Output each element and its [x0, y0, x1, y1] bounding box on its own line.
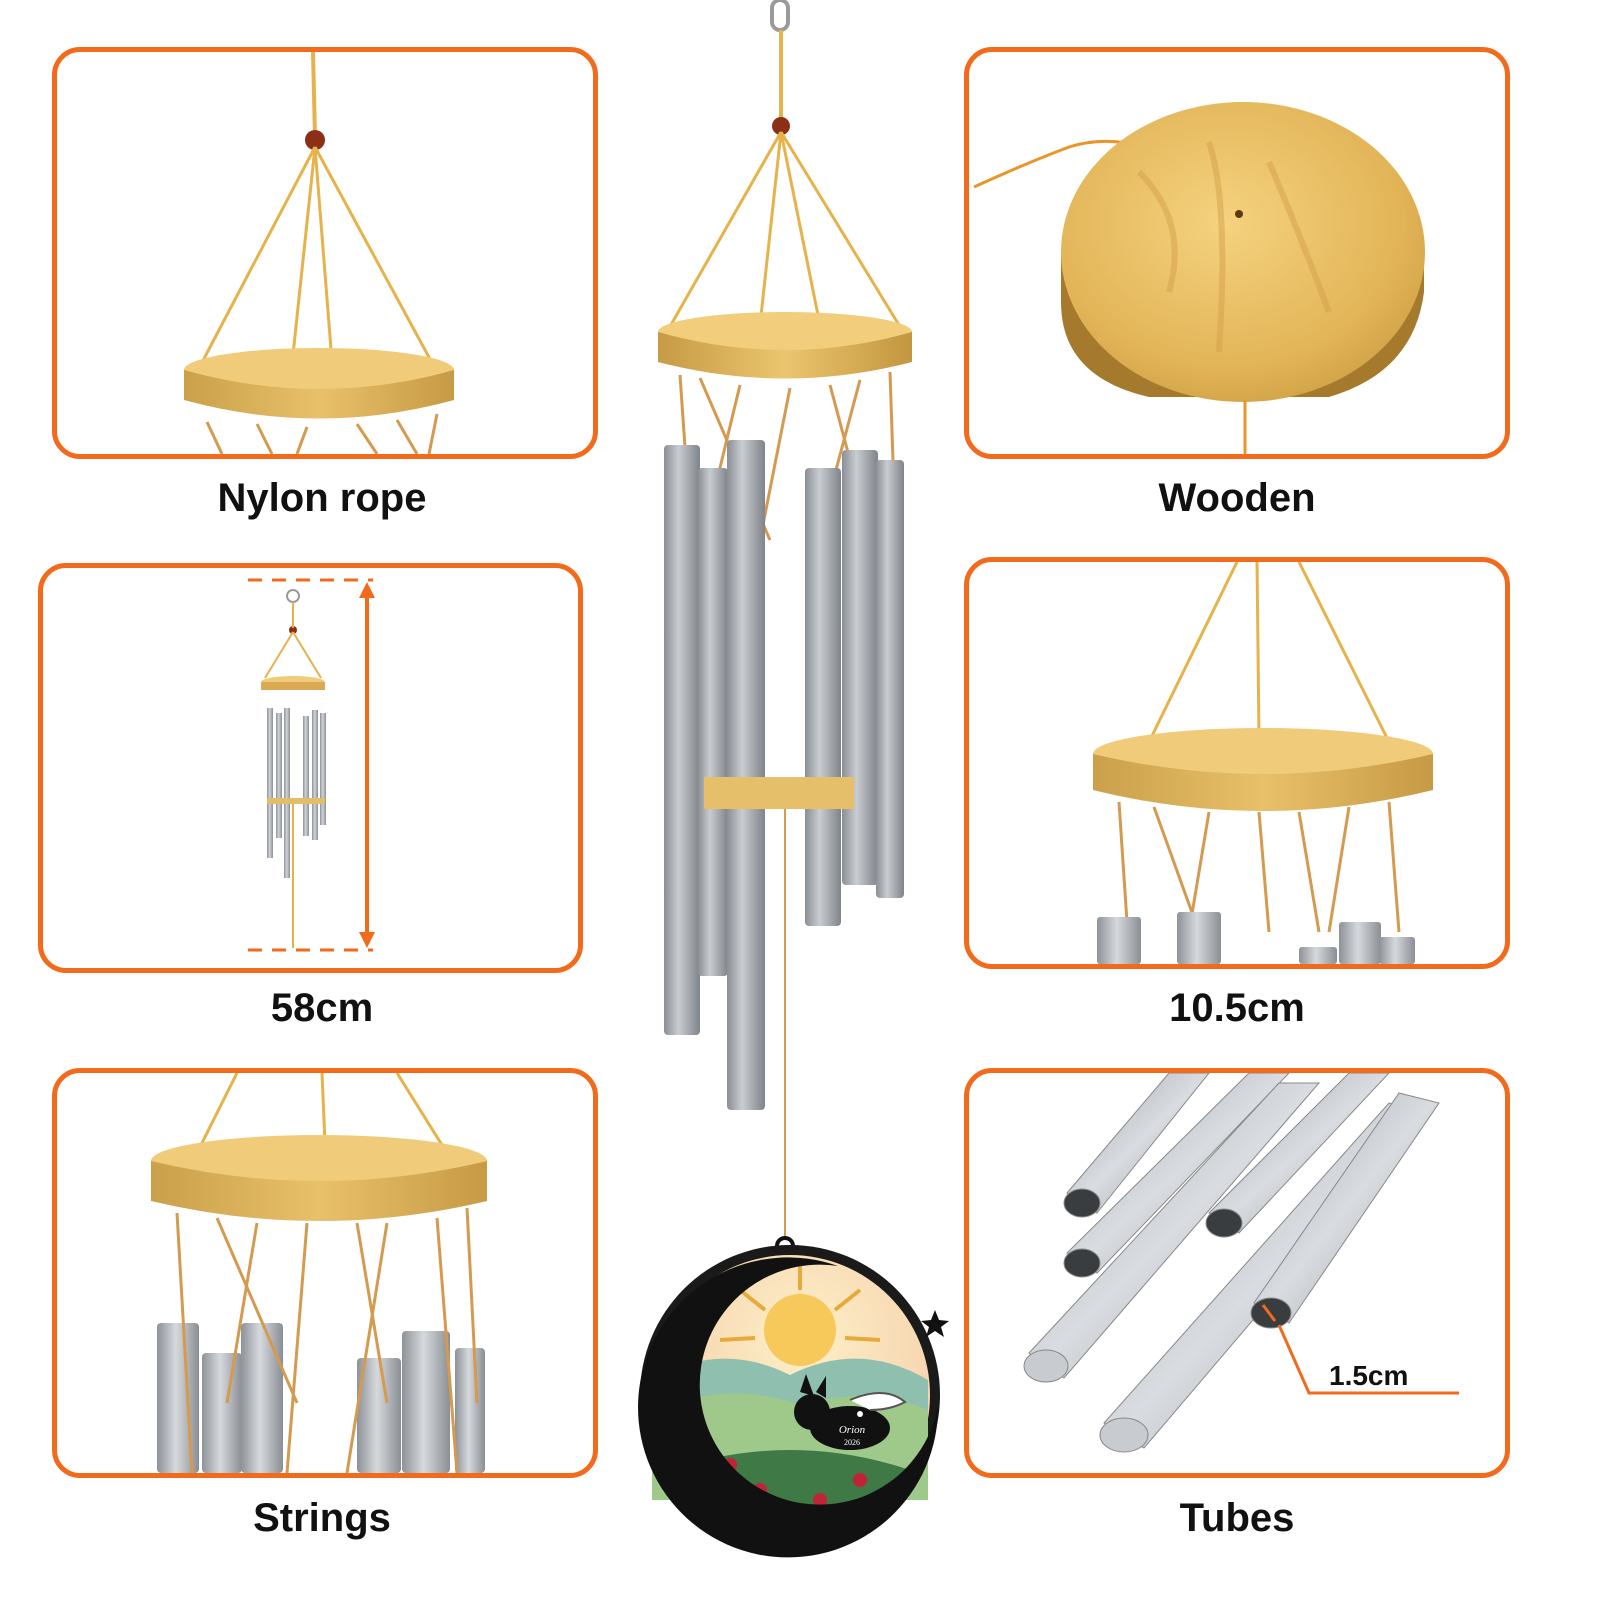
tube-diameter-label: 1.5cm	[1329, 1360, 1408, 1391]
tubes-image: 1.5cm	[1023, 1073, 1459, 1453]
strings-caption: Strings	[253, 1496, 391, 1540]
memorial-pendant: Orion 2026	[638, 1236, 949, 1558]
nylon-rope-caption: Nylon rope	[217, 476, 427, 520]
star-icon	[921, 1310, 949, 1337]
tubes-caption: Tubes	[1179, 1496, 1295, 1540]
sun-icon	[719, 1260, 881, 1366]
length-caption: 58cm	[270, 986, 374, 1030]
diameter-caption: 10.5cm	[1169, 986, 1305, 1030]
wind-chime-image: Orion 2026	[638, 0, 949, 1558]
strings-image	[151, 1073, 487, 1473]
diameter-image	[1093, 562, 1433, 964]
strings-panel	[52, 1068, 598, 1478]
paw-icon	[857, 1411, 863, 1417]
diameter-panel	[964, 557, 1510, 969]
wooden-panel	[964, 47, 1510, 459]
nylon-rope-panel	[52, 47, 598, 459]
pendant-year: 2026	[844, 1438, 860, 1447]
pendant-name: Orion	[839, 1424, 866, 1436]
nylon-rope-image	[184, 52, 454, 454]
tubes-panel: 1.5cm	[964, 1068, 1510, 1478]
diameter-leader-line	[1277, 1324, 1459, 1395]
length-panel	[38, 563, 583, 973]
length-image	[248, 578, 375, 952]
wooden-caption: Wooden	[1158, 476, 1316, 520]
wooden-image	[973, 102, 1425, 454]
ring-icon	[770, 0, 790, 32]
